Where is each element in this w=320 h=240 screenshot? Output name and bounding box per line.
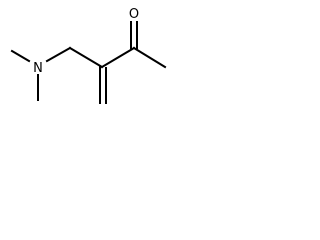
bond-ch2-alkene-carbon [68, 46, 104, 69]
bond-n-ch2 [45, 46, 72, 63]
bonds [10, 21, 167, 104]
oxygen-atom-label: O [129, 7, 139, 22]
bond-carbonyl-methyl [132, 46, 167, 69]
bond-n-methyl-upper [10, 49, 31, 63]
bond-alkene-carbonyl [100, 46, 136, 69]
nitrogen-atom-label: N [33, 61, 43, 76]
structural-formula: N O [10, 7, 167, 104]
